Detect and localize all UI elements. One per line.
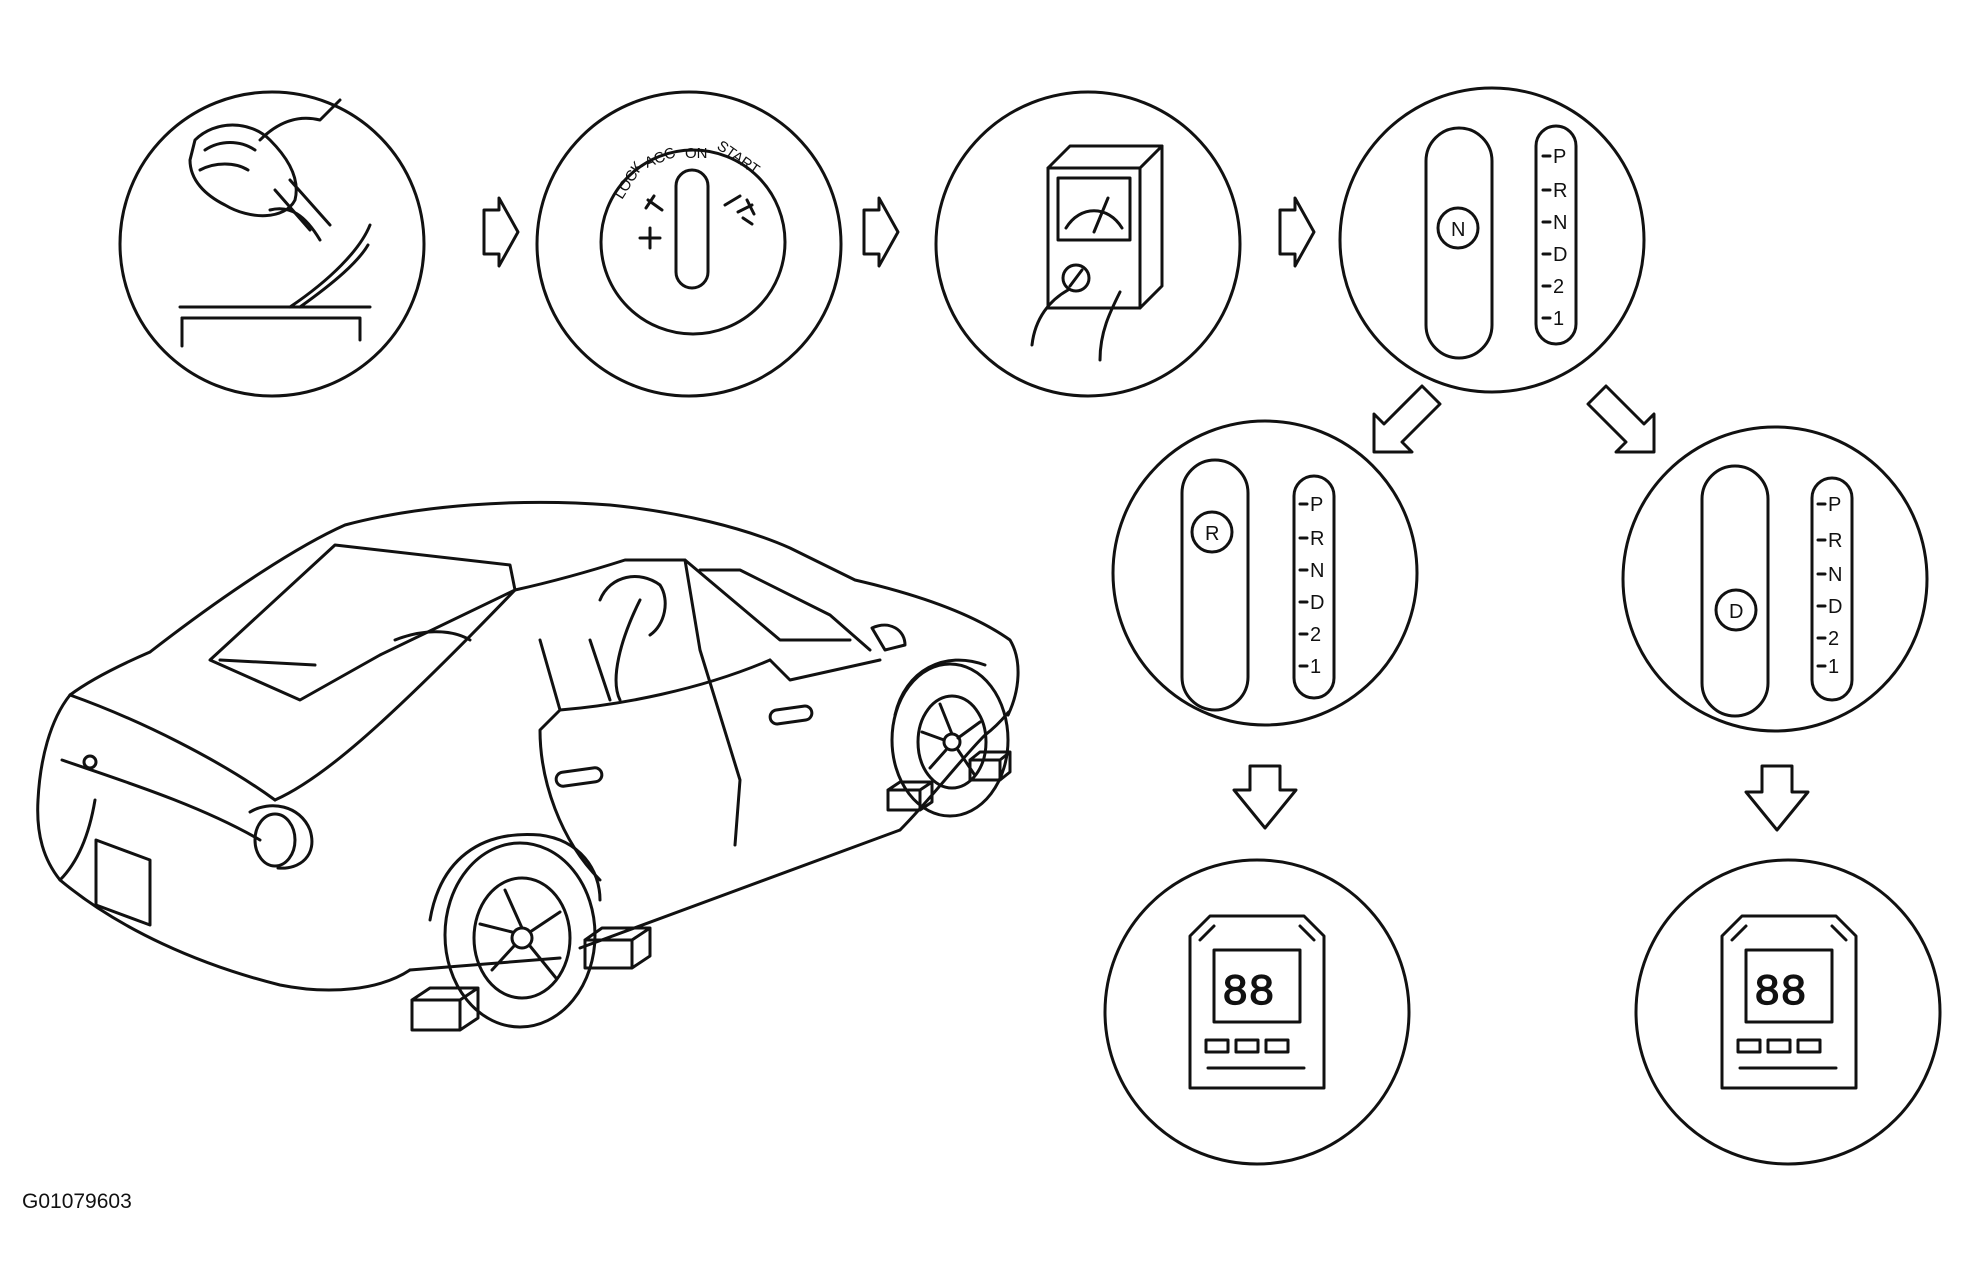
position-r: R bbox=[1310, 528, 1324, 550]
reverse-indicator-letter: R bbox=[1205, 523, 1219, 545]
neutral-indicator-letter: N bbox=[1451, 219, 1465, 241]
selector-gate-slot bbox=[1182, 460, 1248, 710]
drive-indicator-letter: D bbox=[1729, 601, 1743, 623]
tester-step bbox=[936, 92, 1240, 396]
position-n: N bbox=[1553, 212, 1567, 234]
flow-arrow-drive-down bbox=[1746, 766, 1808, 830]
selector-position-ticks bbox=[1543, 156, 1550, 318]
selector-neutral-labels: N P R N D 2 1 bbox=[1451, 146, 1567, 330]
position-2: 2 bbox=[1310, 624, 1321, 646]
flow-arrow-to-reverse bbox=[1374, 386, 1440, 452]
ignition-start-label: START bbox=[714, 137, 763, 178]
position-2: 2 bbox=[1553, 276, 1564, 298]
front-wheel bbox=[892, 664, 1008, 816]
reverse-tester-display: 88 bbox=[1222, 968, 1275, 1018]
flow-arrow-reverse-down bbox=[1234, 766, 1296, 828]
position-1: 1 bbox=[1310, 656, 1321, 678]
position-d: D bbox=[1828, 596, 1842, 618]
selector-gate-slot bbox=[1426, 128, 1492, 358]
position-n: N bbox=[1828, 564, 1842, 586]
selector-neutral-step bbox=[1340, 88, 1644, 392]
ignition-step bbox=[537, 92, 841, 396]
position-d: D bbox=[1553, 244, 1567, 266]
wheel-chock-rear-left bbox=[412, 988, 478, 1030]
ignition-acc-label: ACC bbox=[642, 144, 678, 172]
selector-reverse-labels: R P R N D 2 1 bbox=[1205, 494, 1324, 678]
position-2: 2 bbox=[1828, 628, 1839, 650]
flow-arrow-2 bbox=[864, 198, 898, 266]
selector-drive-panel bbox=[1623, 427, 1927, 731]
position-d: D bbox=[1310, 592, 1324, 614]
ignition-key-slot bbox=[676, 170, 708, 288]
position-n: N bbox=[1310, 560, 1324, 582]
position-1: 1 bbox=[1553, 308, 1564, 330]
analog-meter-icon bbox=[1032, 146, 1162, 360]
selector-position-ticks bbox=[1818, 504, 1825, 666]
parking-brake-step bbox=[120, 92, 424, 396]
selector-position-ticks bbox=[1300, 504, 1307, 666]
selector-reverse-panel bbox=[1113, 421, 1417, 725]
drive-tester-display: 88 bbox=[1754, 968, 1807, 1018]
flow-arrow-1 bbox=[484, 198, 518, 266]
position-p: P bbox=[1553, 146, 1566, 168]
flow-arrow-3 bbox=[1280, 198, 1314, 266]
position-p: P bbox=[1310, 494, 1323, 516]
ignition-lock-label: LOCK bbox=[611, 158, 647, 202]
ignition-panel bbox=[537, 92, 841, 396]
figure-id-caption: G01079603 bbox=[22, 1190, 132, 1214]
car-with-wheel-chocks-illustration bbox=[38, 502, 1018, 1030]
position-r: R bbox=[1828, 530, 1842, 552]
position-p: P bbox=[1828, 494, 1841, 516]
parking-brake-hand-icon bbox=[180, 100, 370, 346]
selector-drive-step bbox=[1623, 427, 1927, 731]
ignition-on-label: ON bbox=[685, 145, 708, 162]
position-1: 1 bbox=[1828, 656, 1839, 678]
parking-brake-panel bbox=[120, 92, 424, 396]
flow-arrow-to-drive bbox=[1588, 386, 1654, 452]
selector-drive-labels: D P R N D 2 1 bbox=[1729, 494, 1842, 678]
tester-panel bbox=[936, 92, 1240, 396]
position-r: R bbox=[1553, 180, 1567, 202]
selector-reverse-step bbox=[1113, 421, 1417, 725]
